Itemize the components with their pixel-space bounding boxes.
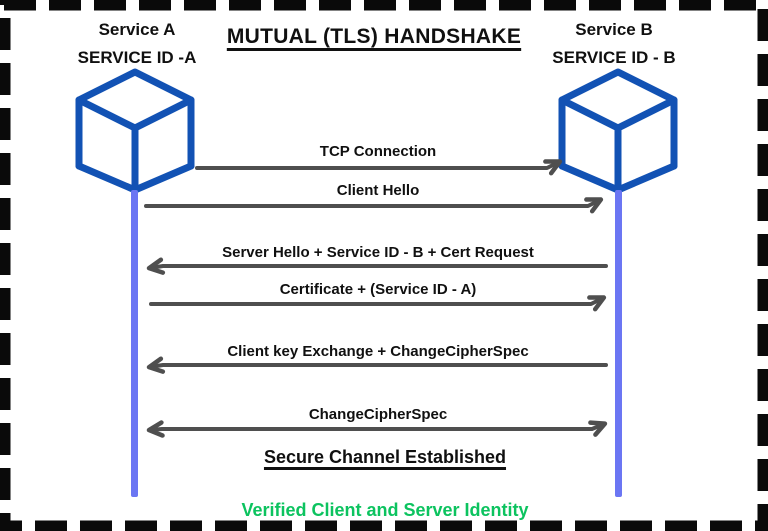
arrow-client-hello — [144, 197, 604, 214]
message-label-client-hello: Client Hello — [336, 182, 420, 199]
lifeline-service-b — [615, 190, 622, 497]
participant-name: Service A — [98, 20, 176, 39]
arrow-tcp-connection — [195, 159, 563, 176]
arrow-server-hello — [146, 257, 608, 275]
verified-identity-note: Verified Client and Server Identity — [241, 500, 529, 520]
arrow-certificate — [149, 295, 607, 312]
diagram-title: MUTUAL (TLS) HANDSHAKE — [226, 25, 522, 48]
message-label-change-cipher-spec: ChangeCipherSpec — [308, 406, 448, 423]
message-label-certificate: Certificate + (Service ID - A) — [279, 281, 477, 298]
participant-service-a: Service A SERVICE ID -A — [37, 16, 237, 72]
message-label-client-key-exchange: Client key Exchange + ChangeCipherSpec — [227, 343, 529, 360]
participant-name: Service B — [575, 20, 653, 39]
arrow-client-key-exchange — [146, 356, 608, 374]
lifeline-service-a — [131, 190, 138, 497]
participant-service-id: SERVICE ID -A — [77, 48, 197, 67]
arrow-change-cipher-spec — [146, 420, 608, 438]
participant-service-id: SERVICE ID - B — [552, 48, 676, 67]
participant-service-b: Service B SERVICE ID - B — [514, 16, 714, 72]
message-label-server-hello: Server Hello + Service ID - B + Cert Req… — [222, 244, 534, 261]
message-label-tcp-connection: TCP Connection — [319, 143, 437, 160]
secure-channel-note: Secure Channel Established — [263, 447, 507, 467]
